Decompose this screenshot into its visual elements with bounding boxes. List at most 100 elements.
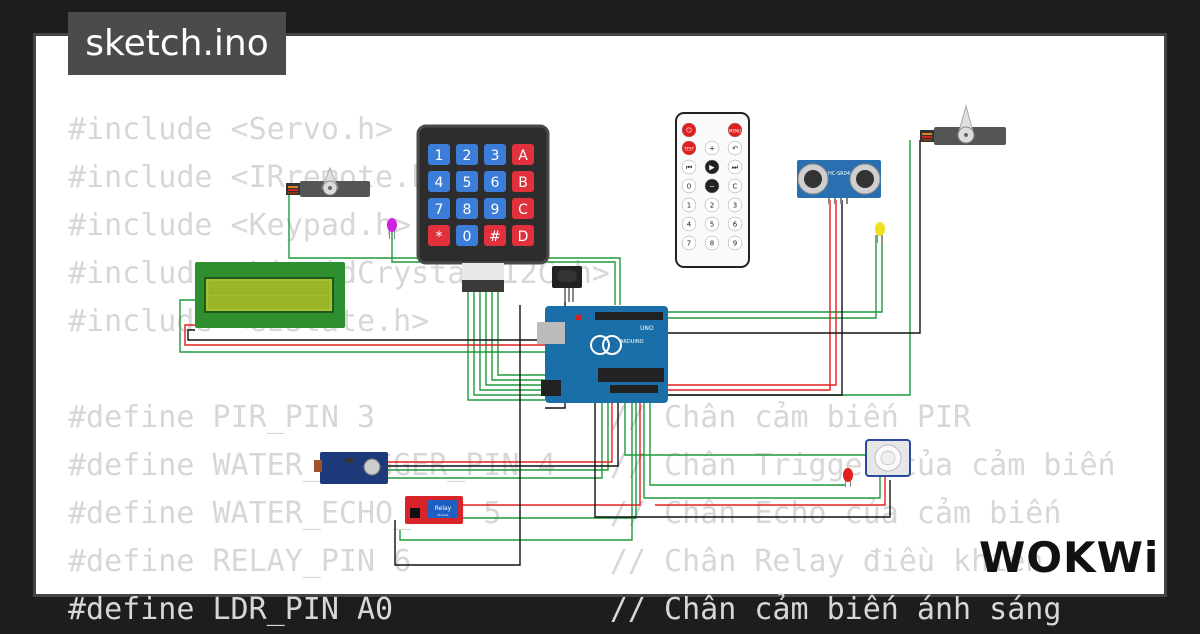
code-background: #include <Servo.h> #include <IRremote.h> #…: [68, 106, 1168, 627]
keypad-key[interactable]: B: [512, 171, 534, 192]
keypad-key[interactable]: 9: [484, 198, 506, 219]
remote-button-label: TEST: [683, 147, 695, 152]
wire-green: [360, 400, 609, 471]
wire-red: [460, 400, 641, 506]
wire-green: [360, 400, 603, 479]
remote-button[interactable]: 5: [704, 216, 720, 232]
wire-green: [179, 299, 545, 353]
remote-button-label: 1: [687, 202, 691, 210]
remote-button[interactable]: MENU: [727, 122, 743, 138]
relay-module[interactable]: Relay Module: [405, 496, 463, 524]
remote-button-label: 6: [733, 221, 738, 229]
wire-green: [668, 235, 883, 313]
remote-button[interactable]: 2: [704, 197, 720, 213]
remote-button[interactable]: −: [704, 178, 720, 194]
remote-button-label: 3: [733, 202, 737, 210]
remote-button[interactable]: 6: [727, 216, 743, 232]
arduino-uno[interactable]: ARDUINO UNO: [537, 306, 668, 403]
remote-button-label: C: [733, 183, 738, 191]
wire-green: [399, 400, 633, 541]
remote-button-label: 9: [733, 240, 737, 248]
remote-button-label: MENU: [729, 129, 741, 134]
keypad-key-label: 7: [435, 202, 444, 218]
code-line: #include <Keypad.h>: [68, 208, 412, 243]
led-red[interactable]: [843, 468, 853, 487]
keypad-key[interactable]: 6: [484, 171, 506, 192]
light-sensor-module[interactable]: [314, 452, 388, 484]
remote-button-label: 4: [687, 221, 692, 229]
servo-motor-left[interactable]: [286, 166, 370, 197]
ultrasonic-label: HC-SR04: [828, 171, 850, 177]
remote-button[interactable]: 8: [704, 235, 720, 251]
keypad-key[interactable]: 1: [428, 144, 450, 165]
servo-motor-right[interactable]: [920, 104, 1006, 145]
ultrasonic-sensor[interactable]: HC-SR04: [797, 160, 881, 204]
keypad-key[interactable]: D: [512, 225, 534, 246]
remote-button-label: ⏻: [686, 127, 692, 135]
wokwi-logo: WOKWi: [979, 533, 1158, 582]
lcd-display[interactable]: [195, 262, 345, 328]
remote-button[interactable]: C: [727, 178, 743, 194]
keypad-key[interactable]: 4: [428, 171, 450, 192]
remote-button[interactable]: ⏻: [681, 122, 697, 138]
remote-button[interactable]: ⏭: [727, 159, 743, 175]
remote-button[interactable]: 0: [681, 178, 697, 194]
keypad-key[interactable]: 8: [456, 198, 478, 219]
remote-button[interactable]: 4: [681, 216, 697, 232]
keypad-key-label: 4: [435, 175, 444, 191]
remote-button-label: ⏭: [732, 164, 739, 172]
keypad-key[interactable]: A: [512, 144, 534, 165]
code-line: #define RELAY_PIN 6 // Chân Relay điều k…: [68, 544, 1044, 579]
keypad-key-label: *: [436, 229, 443, 245]
remote-button[interactable]: 9: [727, 235, 743, 251]
keypad-key[interactable]: 3: [484, 144, 506, 165]
project-title[interactable]: sketch.ino: [68, 12, 286, 75]
remote-button[interactable]: 1: [681, 197, 697, 213]
remote-button[interactable]: ⏮: [681, 159, 697, 175]
wire-green: [649, 400, 845, 486]
keypad-key-label: 6: [491, 175, 500, 191]
keypad-key[interactable]: 2: [456, 144, 478, 165]
code-line: #include <Servo.h>: [68, 112, 394, 147]
remote-button[interactable]: TEST: [681, 140, 697, 156]
ir-remote[interactable]: ⏻ MENU TEST + ↶ ⏮ ▶ ⏭ 0 − C 1 2 3 4 5 6 7 8 9: [675, 112, 750, 268]
remote-button[interactable]: ↶: [727, 140, 743, 156]
remote-button-label: 2: [710, 202, 714, 210]
wire-green: [410, 400, 637, 519]
remote-button-label: 8: [710, 240, 714, 248]
keypad-key-label: A: [518, 148, 528, 164]
led-yellow[interactable]: [875, 222, 885, 243]
keypad-key-label: 0: [463, 229, 472, 245]
remote-button-label: 5: [710, 221, 714, 229]
wire-red: [668, 200, 837, 386]
keypad-key[interactable]: #: [484, 225, 506, 246]
remote-button[interactable]: 7: [681, 235, 697, 251]
remote-button[interactable]: +: [704, 140, 720, 156]
keypad-key[interactable]: 7: [428, 198, 450, 219]
wire-black: [360, 400, 619, 467]
remote-button-label: +: [709, 145, 715, 153]
remote-button[interactable]: 3: [727, 197, 743, 213]
keypad-key-label: C: [518, 202, 528, 218]
pir-sensor[interactable]: [865, 439, 911, 477]
led-purple[interactable]: [387, 218, 397, 239]
remote-button-label: 0: [687, 183, 691, 191]
remote-button[interactable]: ▶: [704, 159, 720, 175]
wire-red: [184, 324, 545, 346]
wire-black: [187, 329, 540, 341]
wire-black: [594, 400, 891, 518]
wire-green: [624, 400, 870, 456]
arduino-model: UNO: [640, 325, 654, 332]
keypad-key[interactable]: 5: [456, 171, 478, 192]
keypad-key[interactable]: C: [512, 198, 534, 219]
relay-sublabel: Module: [438, 513, 449, 517]
keypad-key[interactable]: *: [428, 225, 450, 246]
wire-red: [655, 470, 886, 506]
ir-receiver[interactable]: [552, 266, 582, 302]
wire-green: [473, 292, 548, 396]
remote-button-label: −: [709, 183, 715, 191]
code-line: #include <IRremote.h>: [68, 160, 448, 195]
keypad-key[interactable]: 0: [456, 225, 478, 246]
